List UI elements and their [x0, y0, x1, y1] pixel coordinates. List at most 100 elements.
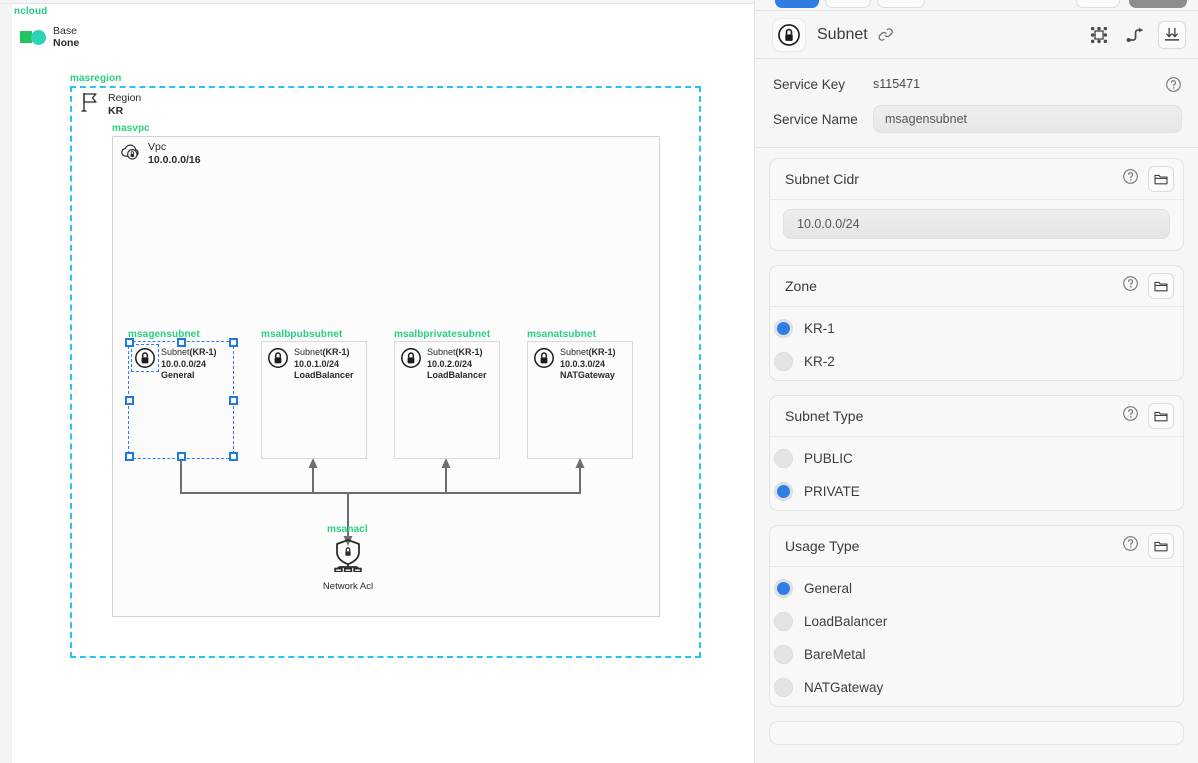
section-subnet-cidr: Subnet Cidr [769, 158, 1184, 251]
subnet-usage: LoadBalancer [427, 370, 487, 380]
radio-option-private[interactable]: PRIVATE [770, 475, 1183, 508]
folder-icon[interactable] [1148, 533, 1174, 559]
folder-icon[interactable] [1148, 166, 1174, 192]
toolbar-button-4[interactable] [1076, 0, 1120, 8]
toolbar-button-2[interactable] [825, 0, 871, 8]
radio-indicator[interactable] [774, 645, 793, 664]
subnet-zone: (KR-1) [588, 347, 616, 357]
radio-indicator[interactable] [774, 449, 793, 468]
help-icon[interactable] [1122, 168, 1139, 190]
resize-handle-e[interactable] [229, 396, 238, 405]
node-subnet-msanatsubnet[interactable]: Subnet(KR-1) 10.0.3.0/24 NATGateway [527, 341, 633, 459]
node-base[interactable]: Base None [20, 25, 79, 49]
subnet-text: Subnet(KR-1) 10.0.3.0/24 NATGateway [560, 347, 616, 382]
radio-indicator[interactable] [774, 678, 793, 697]
lock-icon[interactable] [131, 344, 159, 372]
cloud-lock-icon [121, 144, 139, 160]
subnet-cidr-input[interactable]: 10.0.0.0/24 [783, 209, 1170, 239]
section-next-partial [769, 721, 1184, 745]
radio-label: KR-1 [804, 321, 835, 336]
node-vpc-value: 10.0.0.0/16 [148, 153, 201, 166]
group-label-msalbprivatesubnet: msalbprivatesubnet [394, 329, 491, 340]
panel-sections: Subnet Cidr [755, 148, 1198, 745]
radio-indicator[interactable] [774, 579, 793, 598]
panel-title: Subnet [817, 25, 868, 43]
resize-handle-nw[interactable] [125, 338, 134, 347]
service-meta-block: Service Key s115471 Service Name msagens… [755, 59, 1198, 148]
lock-icon[interactable] [533, 347, 555, 369]
radio-indicator[interactable] [774, 319, 793, 338]
node-subnet-msalbpubsubnet[interactable]: Subnet(KR-1) 10.0.1.0/24 LoadBalancer [261, 341, 367, 459]
align-bottom-icon[interactable] [1158, 20, 1186, 49]
radio-label: General [804, 581, 853, 596]
section-header: Subnet Type [770, 396, 1183, 437]
help-icon[interactable] [1165, 76, 1182, 93]
radio-indicator[interactable] [774, 482, 793, 501]
radio-label: NATGateway [804, 680, 884, 695]
lock-icon[interactable] [773, 18, 805, 51]
toolbar-primary-button[interactable] [775, 0, 819, 8]
node-region[interactable]: Region KR [78, 90, 141, 117]
lock-icon[interactable] [267, 347, 289, 369]
lock-icon[interactable] [400, 347, 422, 369]
node-base-type: Base [53, 25, 77, 37]
section-actions [1122, 403, 1174, 429]
node-base-text: Base None [53, 25, 79, 49]
section-title: Subnet Type [785, 408, 864, 424]
radio-indicator[interactable] [774, 352, 793, 371]
diagram-canvas[interactable]: ncloud Base None masregion Region KR [0, 0, 755, 763]
network-acl-icon [334, 539, 362, 573]
section-actions [1122, 533, 1174, 559]
folder-icon[interactable] [1148, 273, 1174, 299]
resize-handle-s[interactable] [177, 452, 186, 461]
subnet-text: Subnet(KR-1) 10.0.1.0/24 LoadBalancer [294, 347, 354, 382]
radio-option-kr1[interactable]: KR-1 [770, 312, 1183, 345]
subnet-inner: Subnet(KR-1) 10.0.0.0/24 General [131, 344, 217, 382]
radio-indicator[interactable] [774, 612, 793, 631]
radio-label: LoadBalancer [804, 614, 888, 629]
link-icon[interactable] [877, 26, 894, 43]
help-icon[interactable] [1122, 405, 1139, 427]
network-acl-caption: Network Acl [322, 581, 374, 592]
radio-option-public[interactable]: PUBLIC [770, 442, 1183, 475]
group-region-container[interactable] [70, 86, 701, 658]
node-subnet-msagensubnet[interactable]: Subnet(KR-1) 10.0.0.0/24 General [128, 341, 234, 459]
section-title: Subnet Cidr [785, 171, 859, 187]
radio-option-kr2[interactable]: KR-2 [770, 345, 1183, 378]
properties-panel: Subnet [755, 0, 1198, 763]
section-subnet-type: Subnet Type [769, 395, 1184, 511]
resize-handle-ne[interactable] [229, 338, 238, 347]
help-icon[interactable] [1122, 275, 1139, 297]
resize-handle-w[interactable] [125, 396, 134, 405]
help-icon[interactable] [1122, 535, 1139, 557]
node-subnet-msalbprivatesubnet[interactable]: Subnet(KR-1) 10.0.2.0/24 LoadBalancer [394, 341, 500, 459]
group-label-masregion: masregion [70, 73, 122, 84]
toolbar-button-3[interactable] [877, 0, 925, 8]
canvas-top-strip [0, 0, 754, 4]
radio-option-loadbalancer[interactable]: LoadBalancer [770, 605, 1183, 638]
toolbar-button-5[interactable] [1129, 0, 1187, 8]
select-bounds-icon[interactable] [1086, 22, 1112, 48]
radio-option-general[interactable]: General [770, 572, 1183, 605]
radio-label: BareMetal [804, 647, 866, 662]
resize-handle-se[interactable] [229, 452, 238, 461]
service-name-input[interactable]: msagensubnet [873, 105, 1182, 133]
resize-handle-n[interactable] [177, 338, 186, 347]
service-key-row: Service Key s115471 [773, 71, 1182, 97]
connector-path-icon[interactable] [1122, 22, 1148, 48]
service-name-label: Service Name [773, 111, 858, 127]
node-vpc[interactable]: Vpc 10.0.0.0/16 [118, 140, 201, 166]
folder-icon[interactable] [1148, 403, 1174, 429]
group-label-msalbpubsubnet: msalbpubsubnet [261, 329, 343, 340]
radio-option-natgateway[interactable]: NATGateway [770, 671, 1183, 704]
node-region-text: Region KR [108, 90, 141, 117]
section-header: Usage Type [770, 526, 1183, 567]
section-actions [1122, 273, 1174, 299]
group-label-masvpc: masvpc [112, 123, 150, 134]
node-region-value: KR [108, 104, 124, 117]
node-network-acl[interactable]: Network Acl [322, 538, 374, 592]
subnet-zone: (KR-1) [189, 347, 217, 357]
service-key-label: Service Key [773, 76, 846, 92]
resize-handle-sw[interactable] [125, 452, 134, 461]
radio-option-baremetal[interactable]: BareMetal [770, 638, 1183, 671]
